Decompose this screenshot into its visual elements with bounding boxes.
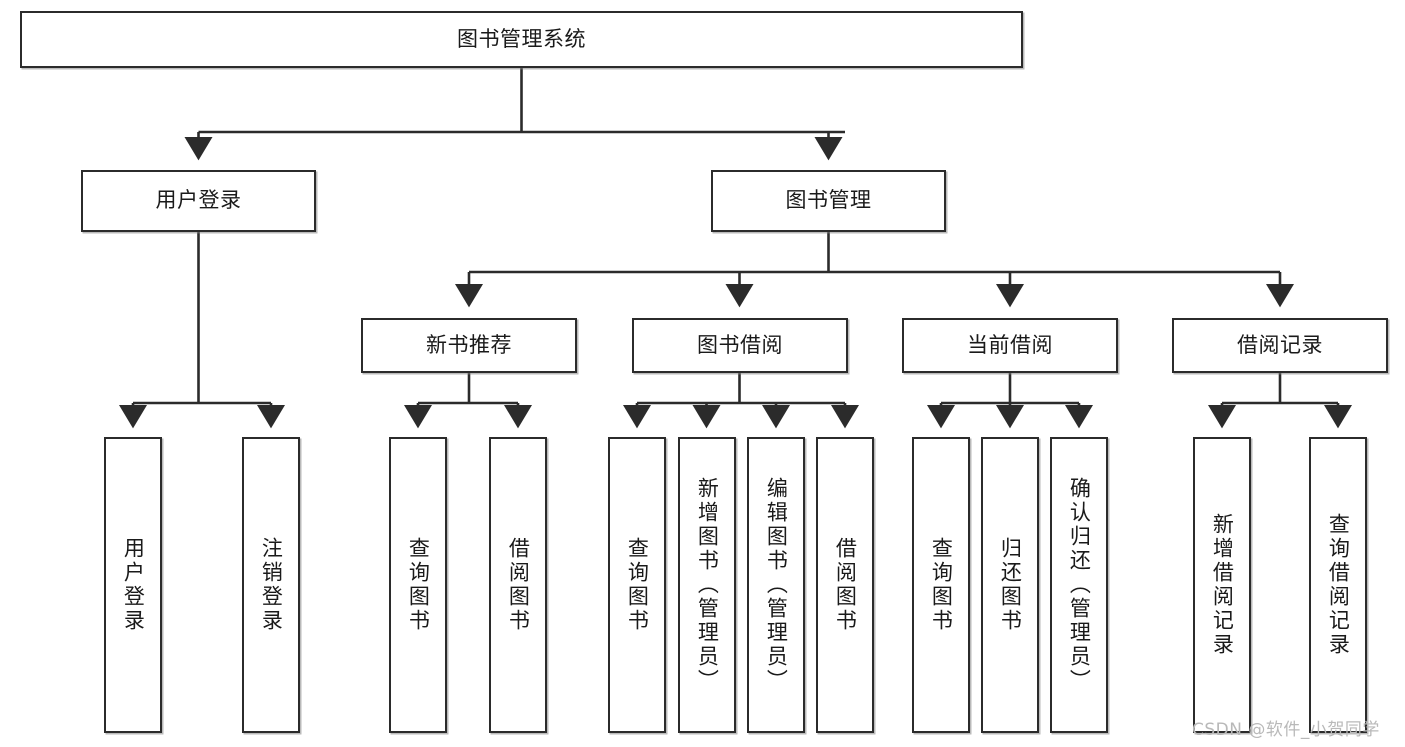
leaf-borrow-record-1[interactable]: 查询借阅记录: [1309, 437, 1367, 733]
leaf-borrow-record-0[interactable]: 新增借阅记录: [1193, 437, 1251, 733]
node-book-borrow[interactable]: 图书借阅: [632, 318, 848, 373]
node-label: 用户登录: [121, 537, 146, 633]
leaf-user-login-1[interactable]: 注销登录: [242, 437, 300, 733]
leaf-current-borrow-1[interactable]: 归还图书: [981, 437, 1039, 733]
node-book-management[interactable]: 图书管理: [711, 170, 946, 232]
node-label: 图书管理: [785, 188, 872, 213]
leaf-book-borrow-0[interactable]: 查询图书: [608, 437, 666, 733]
leaf-book-borrow-2[interactable]: 编辑图书（管理员）: [747, 437, 805, 733]
node-label: 归还图书: [998, 537, 1023, 633]
node-label: 借阅记录: [1237, 332, 1323, 357]
leaf-book-borrow-1[interactable]: 新增图书（管理员）: [678, 437, 736, 733]
node-label: 借阅图书: [506, 537, 531, 633]
node-label: 当前借阅: [967, 332, 1053, 357]
node-label: 用户登录: [155, 188, 242, 213]
node-root-book-management-system[interactable]: 图书管理系统: [20, 11, 1023, 68]
node-label: 查询图书: [625, 537, 650, 633]
node-label: 新增图书（管理员）: [695, 477, 720, 693]
node-label: 图书管理系统: [457, 26, 586, 51]
node-label: 查询图书: [929, 537, 954, 633]
csdn-watermark: CSDN @软件_小贺同学: [1192, 720, 1380, 740]
leaf-user-login-0[interactable]: 用户登录: [104, 437, 162, 733]
leaf-new-book-recommend-1[interactable]: 借阅图书: [489, 437, 547, 733]
node-label: 图书借阅: [697, 332, 783, 357]
node-label: 编辑图书（管理员）: [764, 477, 789, 693]
leaf-current-borrow-0[interactable]: 查询图书: [912, 437, 970, 733]
node-current-borrow[interactable]: 当前借阅: [902, 318, 1118, 373]
node-user-login[interactable]: 用户登录: [81, 170, 316, 232]
node-label: 查询图书: [406, 537, 431, 633]
leaf-current-borrow-2[interactable]: 确认归还（管理员）: [1050, 437, 1108, 733]
node-borrow-record[interactable]: 借阅记录: [1172, 318, 1388, 373]
leaf-book-borrow-3[interactable]: 借阅图书: [816, 437, 874, 733]
leaf-new-book-recommend-0[interactable]: 查询图书: [389, 437, 447, 733]
node-label: 新增借阅记录: [1210, 513, 1235, 657]
node-label: 注销登录: [259, 537, 284, 633]
node-label: 查询借阅记录: [1326, 513, 1351, 657]
node-new-book-recommend[interactable]: 新书推荐: [361, 318, 577, 373]
node-label: 确认归还（管理员）: [1067, 477, 1092, 693]
node-label: 借阅图书: [833, 537, 858, 633]
node-label: 新书推荐: [426, 332, 512, 357]
